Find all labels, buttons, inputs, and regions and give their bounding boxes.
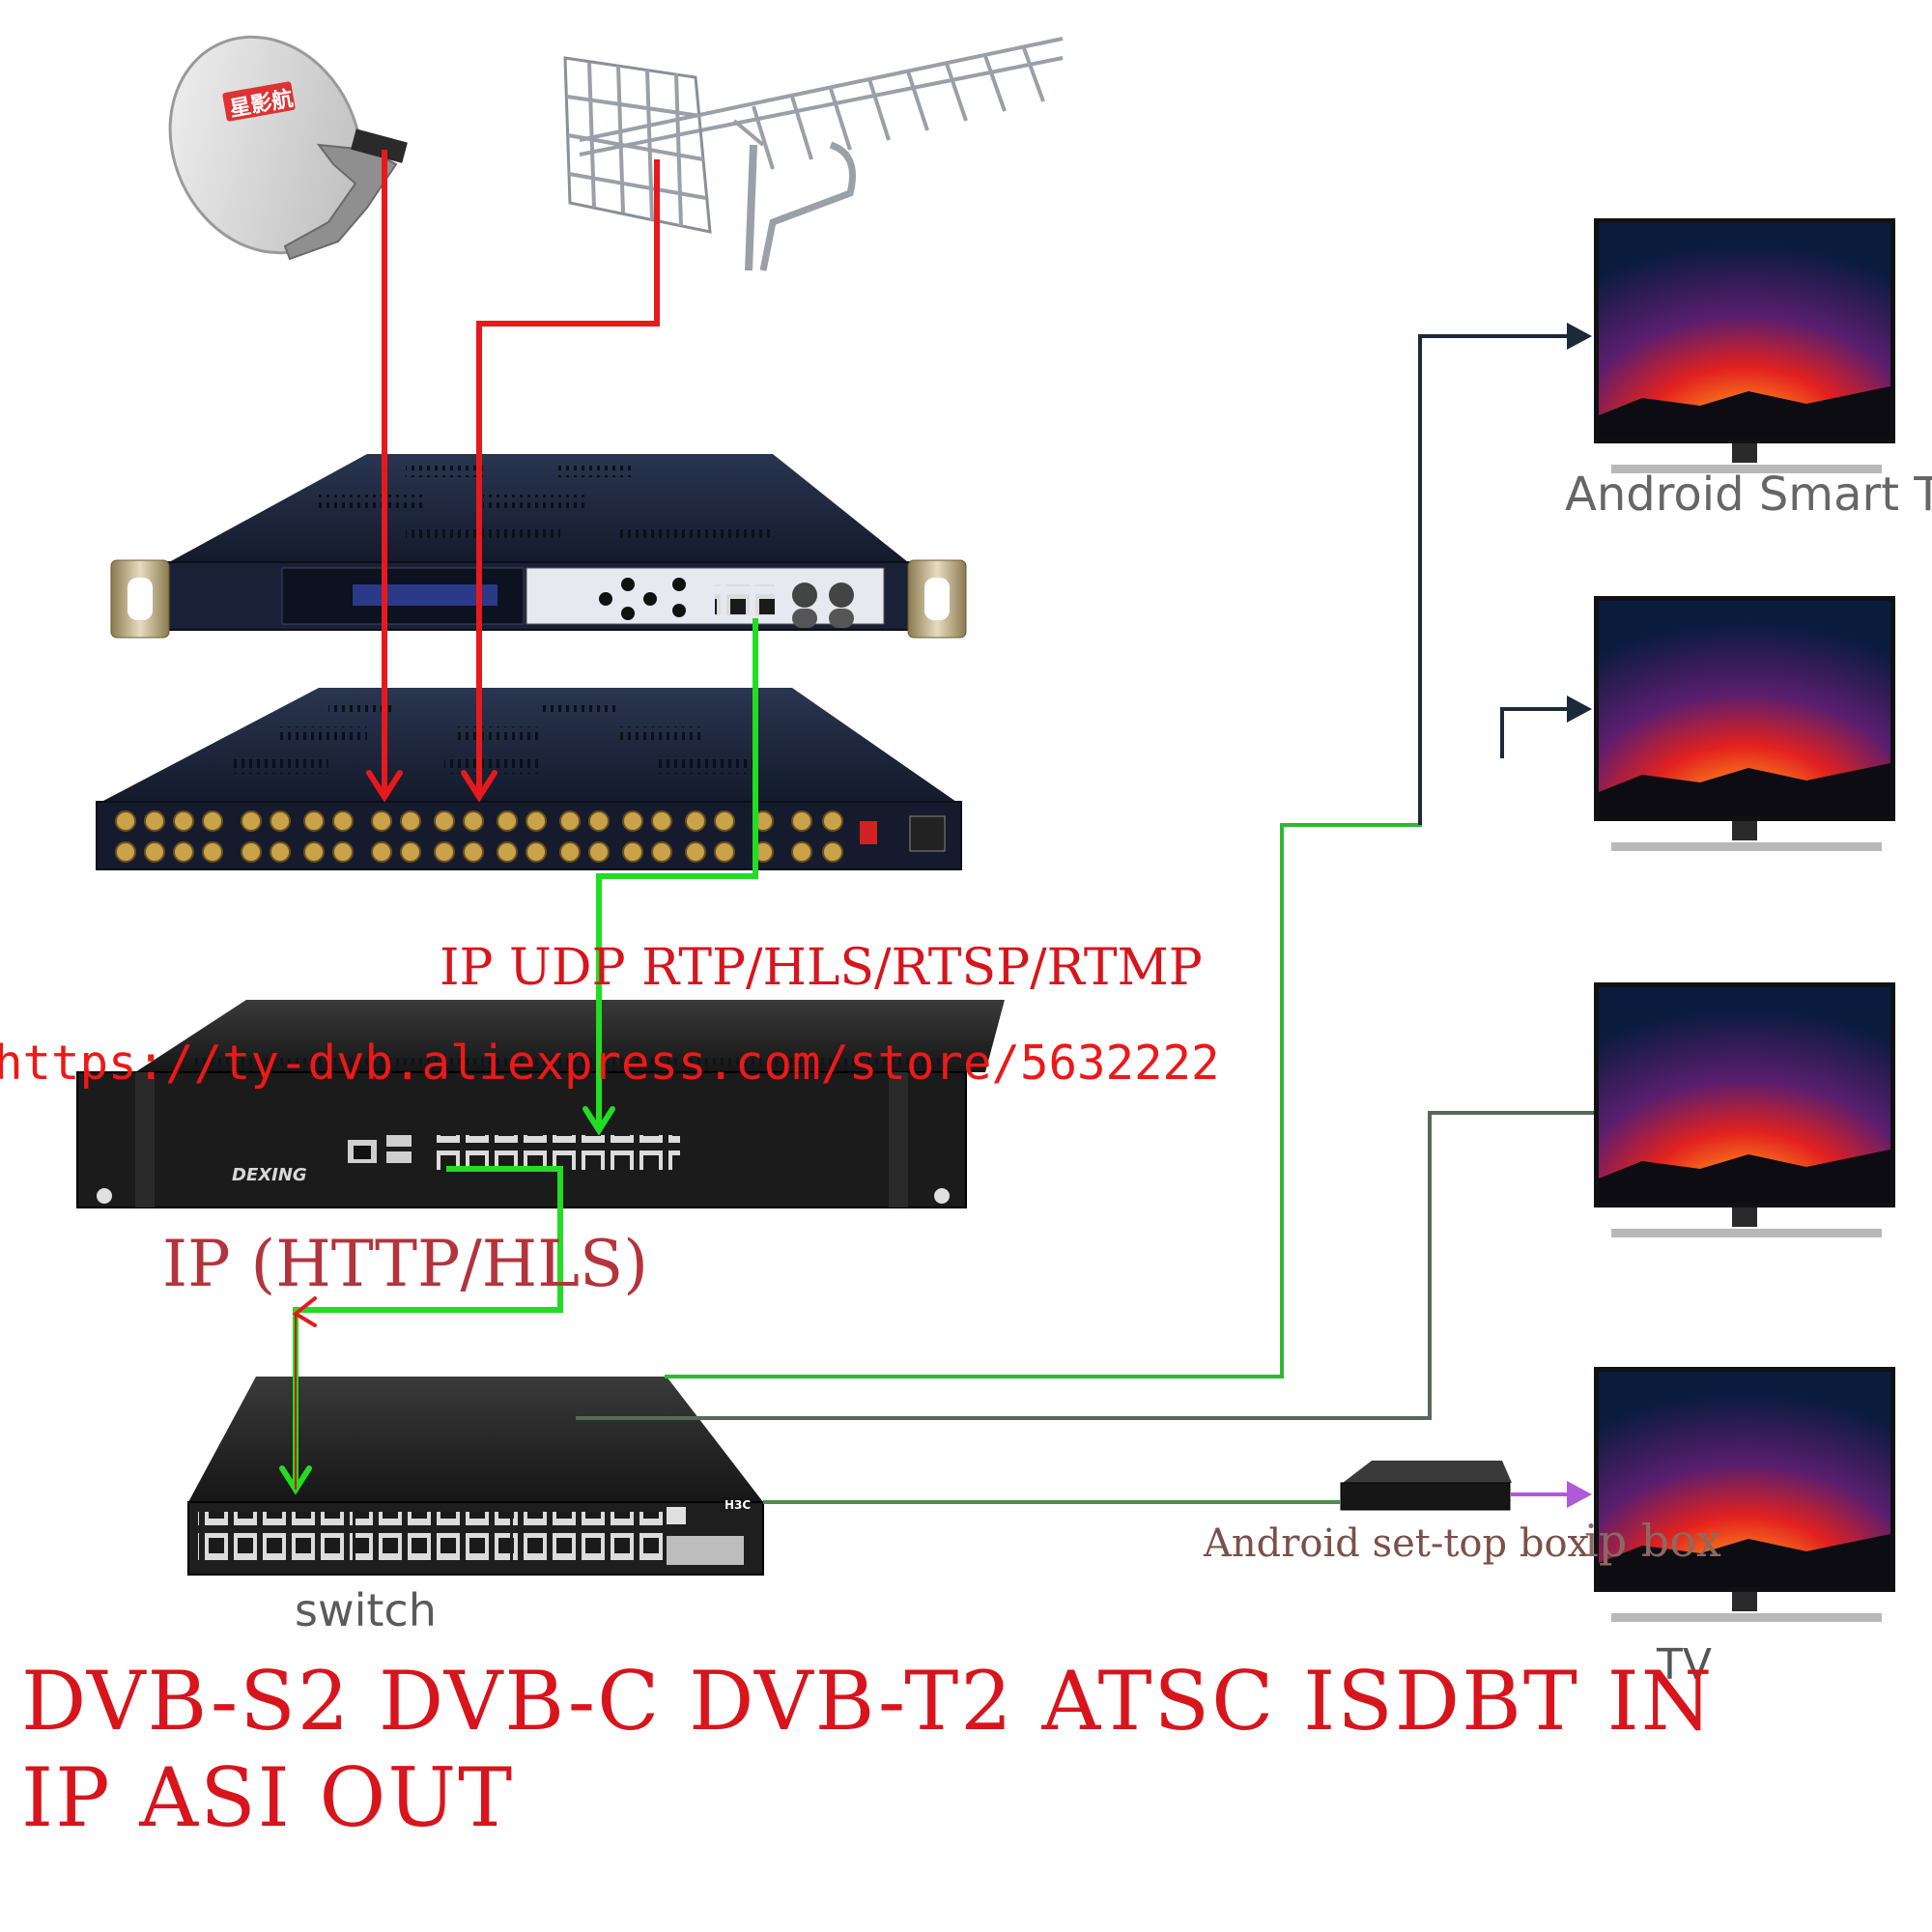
tv-4-tv [1594, 1367, 1895, 1622]
tv-1-android-smart-tv [1594, 218, 1895, 473]
rf-links [382, 150, 660, 792]
tv-links [576, 334, 1594, 1504]
android-set-top-box-label: Android set-top box [1204, 1521, 1590, 1566]
ip-box-overlay-label: ip box [1584, 1515, 1721, 1567]
server-brand: DEXING [232, 1165, 307, 1185]
switch-label: switch [295, 1584, 437, 1636]
network-switch [187, 1377, 764, 1576]
tuner-unit-rf [96, 688, 962, 870]
output-standards-title: IP ASI OUT [21, 1750, 515, 1845]
tv-label: TV [1657, 1640, 1712, 1690]
ip-http-hls-label: IP (HTTP/HLS) [162, 1227, 649, 1301]
tv-3-smart-tv [1594, 982, 1895, 1237]
android-smart-tv-label: Android Smart TV [1565, 468, 1932, 522]
set-top-box-icon [1340, 1461, 1512, 1511]
receiver-unit-top [110, 454, 967, 639]
tv-2-smart-tv [1594, 596, 1895, 851]
ip-encoder-unit [76, 1000, 1005, 1208]
switch-brand: H3C [724, 1498, 751, 1512]
ip-protocols-label: IP UDP RTP/HLS/RTSP/RTMP [440, 939, 1203, 997]
input-standards-title: DVB-S2 DVB-C DVB-T2 ATSC ISDBT IN [21, 1654, 1715, 1748]
satellite-dish-icon [168, 35, 408, 261]
antenna-icon [563, 37, 1064, 271]
rf-arrowheads [366, 770, 497, 803]
tv-arrowheads [1567, 323, 1592, 1508]
store-url-label: https://ty-dvb.aliexpress.com/store/5632… [0, 1036, 1220, 1091]
